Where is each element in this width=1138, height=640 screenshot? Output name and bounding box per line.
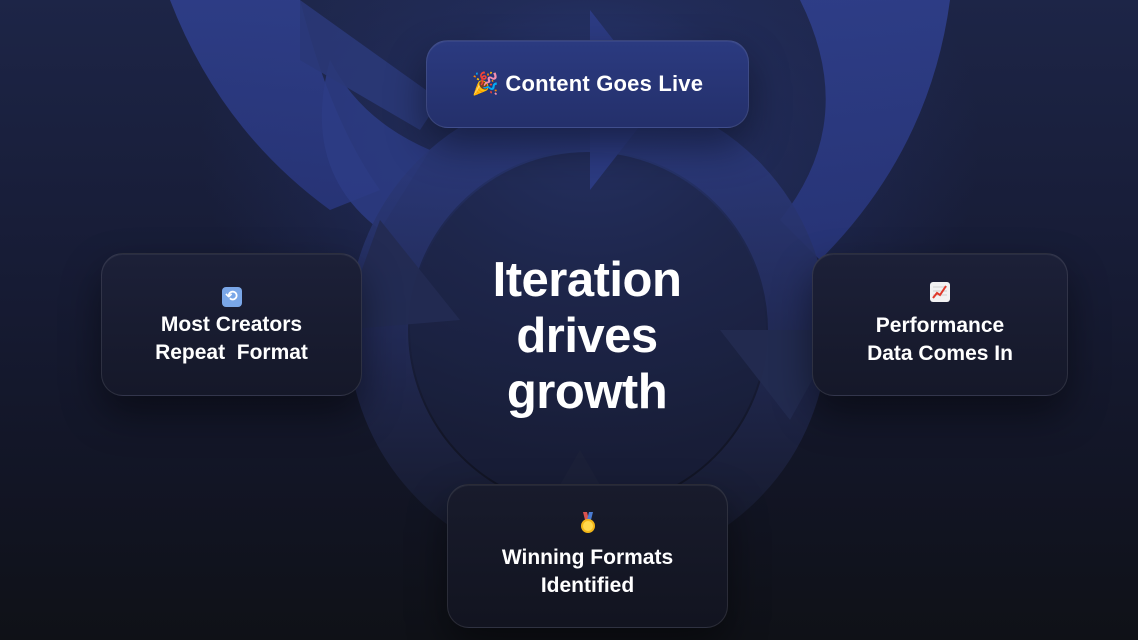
step-winning-formats-identified: Winning Formats Identified [447,484,728,628]
step-content-goes-live: 🎉 Content Goes Live [426,40,749,128]
center-title-line-2: drives [516,309,658,363]
center-title: Iteration drives growth [437,252,737,420]
step-most-creators-repeat-format: ⟲ Most Creators Repeat Format [101,253,362,396]
step-label-line-1: Performance [875,313,1005,337]
cycle-ring-inner [410,152,766,508]
repeat-icon: ⟲ [221,283,242,307]
medal-icon [578,512,598,540]
center-title-line-1: Iteration [492,253,682,307]
step-label-line-2: Repeat Format [155,340,308,364]
background-arrow-shape [300,0,440,130]
step-label-line-1: Winning Formats [501,546,674,569]
arrowhead-right [720,330,840,420]
step-label: Content Goes Live [505,71,704,96]
background-arrow-shape [780,0,950,260]
arrowhead-left [340,220,460,330]
step-label-line-2: Data Comes In [867,341,1013,365]
step-label-line-2: Identified [540,574,635,597]
chart-increasing-icon [930,281,950,308]
center-title-line-3: growth [506,365,668,419]
party-popper-icon: 🎉 [471,71,500,96]
step-performance-data-comes-in: Performance Data Comes In [812,253,1068,396]
step-label-line-1: Most Creators [160,312,303,336]
